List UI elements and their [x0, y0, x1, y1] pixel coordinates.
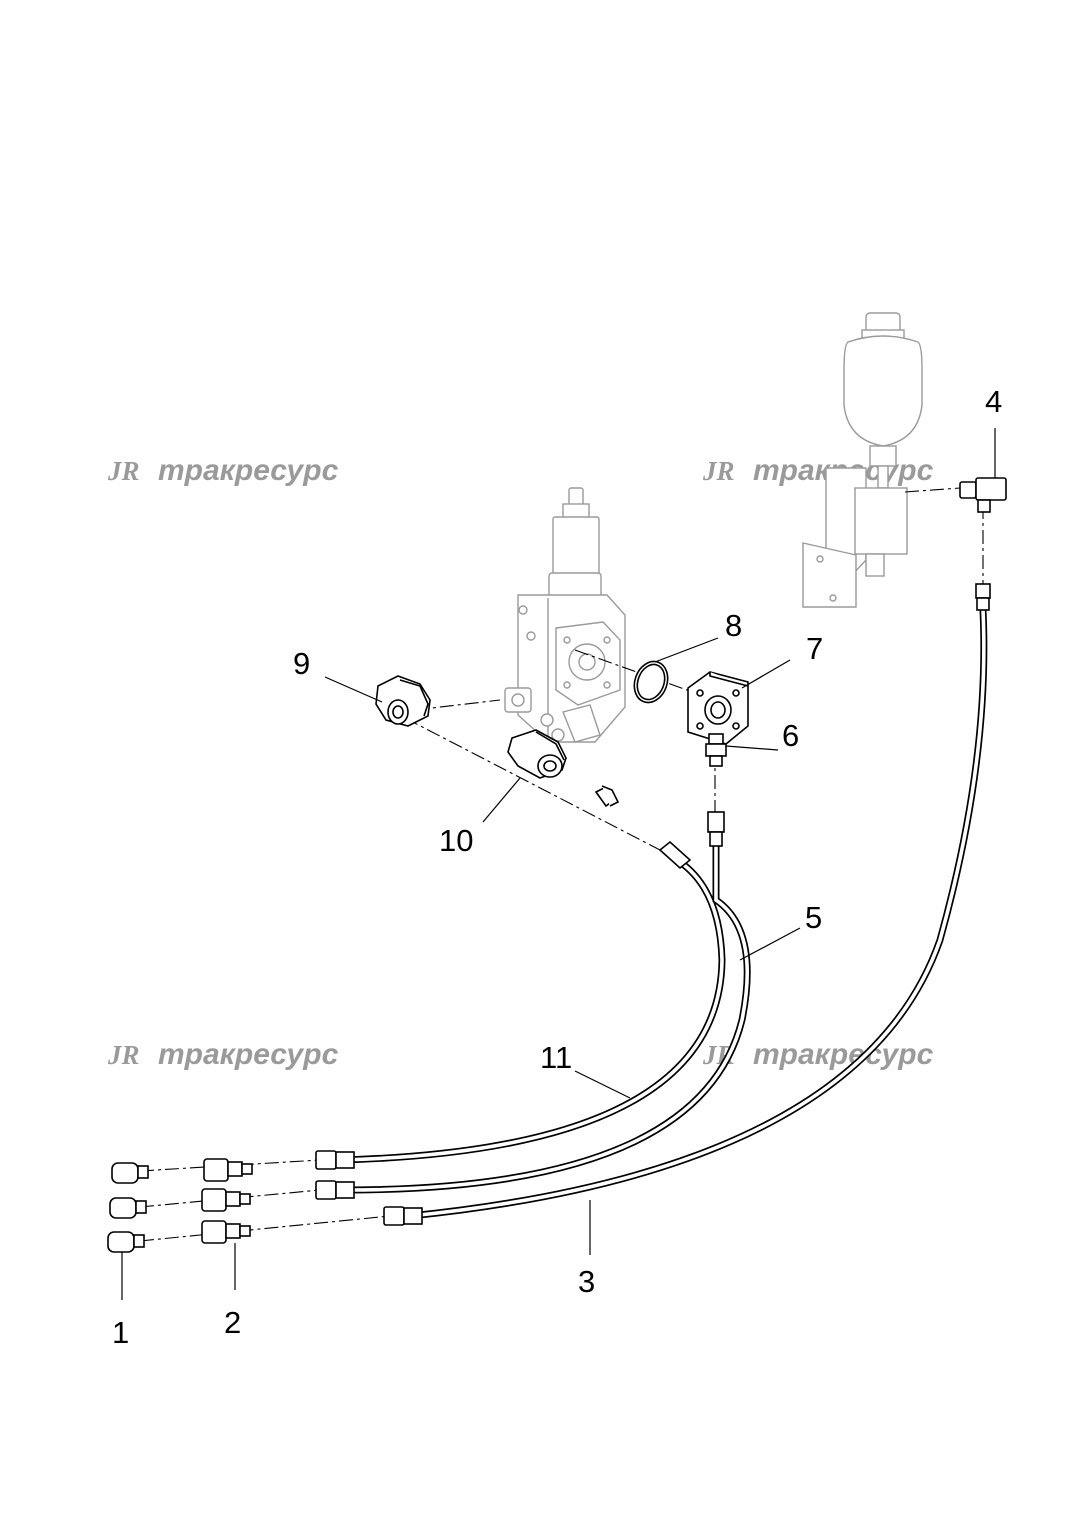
callout-10: 10	[439, 823, 473, 858]
o-ring-8	[633, 660, 669, 704]
callout-4: 4	[985, 384, 1002, 419]
accumulator-assembly	[802, 312, 923, 608]
adapters-2	[201, 1158, 253, 1244]
leader-lines	[121, 428, 996, 1300]
centerline-row-mid	[139, 1189, 321, 1208]
hose-11	[336, 858, 726, 1164]
watermark-logo: JR	[702, 456, 735, 486]
watermark-logo: JR	[107, 456, 140, 486]
callout-2: 2	[224, 1305, 241, 1340]
watermark-top-left: JR тракресурс	[107, 454, 339, 487]
adapter-6	[705, 733, 727, 767]
fitting-9-elbow	[375, 675, 431, 727]
callout-labels: 1 2 3 4 5 6 7 8 9 10 11	[112, 384, 1002, 1350]
centerline-row-top	[139, 1159, 321, 1172]
watermark-text: тракресурс	[753, 1038, 934, 1071]
watermark-text: тракресурс	[158, 454, 339, 487]
tee-4	[959, 477, 1007, 513]
hoses	[336, 606, 988, 1220]
callout-9: 9	[293, 646, 310, 681]
hose-end-3-top	[975, 583, 991, 611]
hose-ends-bottom	[315, 1150, 423, 1226]
callout-1: 1	[112, 1315, 129, 1350]
centerline-9-10-hose	[404, 717, 661, 851]
callout-8: 8	[725, 608, 742, 643]
centerline-accumulator-tee	[904, 487, 961, 493]
callout-11: 11	[540, 1040, 572, 1075]
valve-body	[504, 487, 626, 743]
callout-7: 7	[806, 631, 823, 666]
flange-7	[687, 671, 749, 745]
watermark-bottom-left: JR тракресурс	[107, 1038, 339, 1071]
centerline-row-bottom	[139, 1215, 391, 1242]
callout-3: 3	[578, 1264, 595, 1299]
hose-end-5	[707, 811, 725, 847]
watermark-top-right: JR тракресурс	[702, 454, 934, 487]
callout-5: 5	[805, 900, 822, 935]
fitting-small-adapter	[594, 785, 620, 808]
watermark-logo: JR	[107, 1040, 140, 1070]
fitting-10-union	[507, 729, 567, 779]
hose-end-11	[658, 840, 692, 870]
watermark-text: тракресурс	[158, 1038, 339, 1071]
couplers-1	[107, 1162, 149, 1253]
callout-6: 6	[782, 718, 799, 753]
